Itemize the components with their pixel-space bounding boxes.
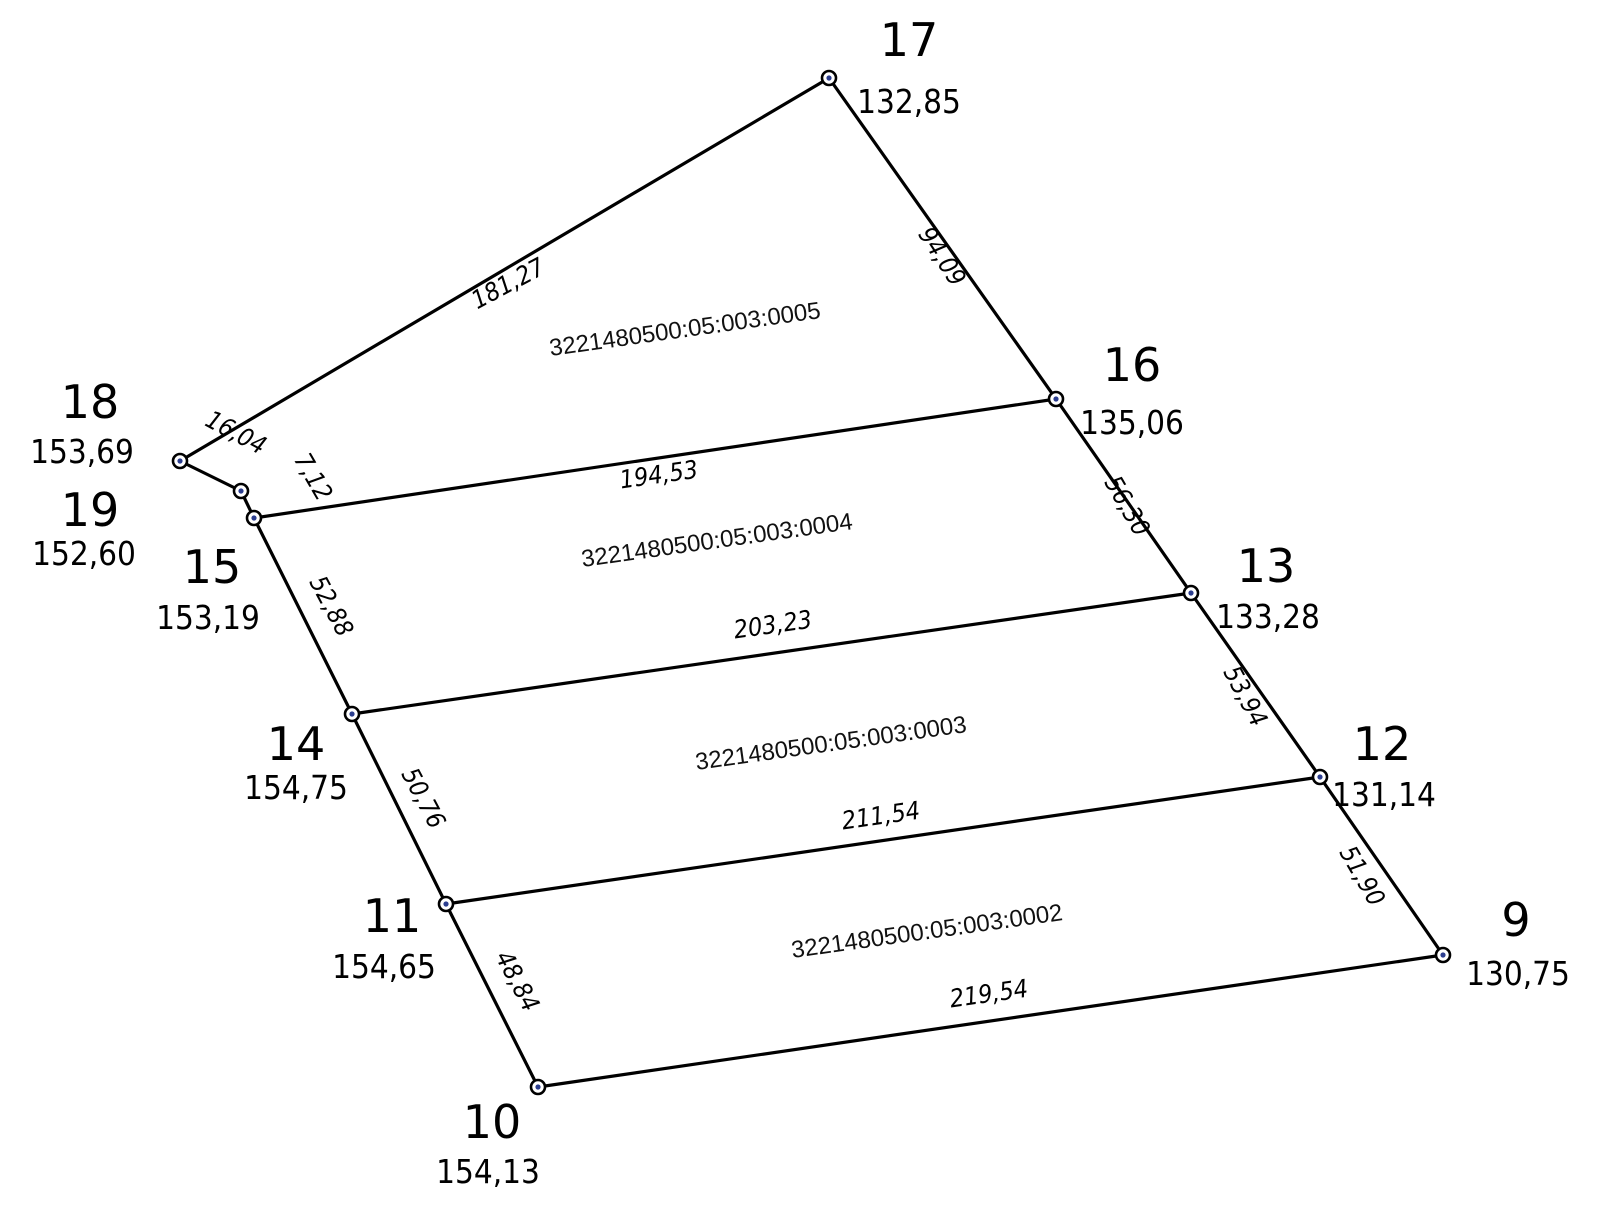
boundary-line-17-16 — [827, 76, 1058, 401]
boundary-line-14-13 — [350, 591, 1193, 716]
edge-length-label: 56,30 — [1099, 471, 1156, 541]
survey-point-19 — [232, 482, 250, 500]
boundary-line-15-14 — [252, 516, 354, 716]
survey-point-center — [1317, 774, 1323, 780]
boundary-line-11-10 — [444, 902, 540, 1089]
point-number-label: 10 — [463, 1095, 522, 1149]
point-elevation-label: 152,60 — [32, 534, 136, 573]
survey-point-15 — [245, 509, 263, 527]
point-elevation-label: 130,75 — [1466, 954, 1570, 993]
edge-length-label: 211,54 — [840, 796, 922, 836]
point-elevation-label: 153,19 — [156, 598, 260, 637]
point-number-label: 18 — [61, 375, 120, 429]
survey-point-center — [443, 901, 449, 907]
edge-length-label: 50,76 — [396, 763, 452, 833]
edge-length-label: 203,23 — [732, 605, 814, 645]
parcel-cadastral-number: 3221480500:05:003:0003 — [694, 711, 969, 776]
parcel-cadastral-number: 3221480500:05:003:0005 — [548, 297, 823, 362]
point-elevation-label: 154,65 — [332, 947, 436, 986]
point-number-label: 17 — [880, 13, 939, 67]
survey-point-17 — [820, 69, 838, 87]
survey-point-center — [349, 711, 355, 717]
survey-point-center — [1053, 396, 1059, 402]
survey-point-center — [238, 488, 244, 494]
survey-point-center — [1188, 590, 1194, 596]
survey-point-center — [826, 75, 832, 81]
edge-length-label: 7,12 — [288, 448, 338, 506]
point-number-label: 13 — [1237, 539, 1296, 593]
survey-point-center — [251, 515, 257, 521]
survey-point-center — [1440, 952, 1446, 958]
edge-length-label: 51,90 — [1334, 841, 1391, 911]
point-elevation-label: 154,75 — [244, 768, 348, 807]
point-number-label: 12 — [1353, 717, 1412, 771]
boundary-lines — [178, 76, 1445, 1089]
boundary-line-15-16 — [252, 397, 1058, 520]
point-number-label: 9 — [1501, 893, 1530, 947]
survey-point-14 — [343, 705, 361, 723]
point-number-label: 19 — [61, 483, 120, 537]
point-elevation-label: 131,14 — [1332, 775, 1436, 814]
survey-point-10 — [529, 1078, 547, 1096]
survey-point-12 — [1311, 768, 1329, 786]
boundary-line-14-11 — [350, 712, 448, 906]
edge-length-label: 219,54 — [948, 974, 1030, 1014]
survey-point-13 — [1182, 584, 1200, 602]
parcel-cadastral-number: 3221480500:05:003:0002 — [790, 899, 1065, 964]
point-number-label: 14 — [267, 717, 326, 771]
survey-point-9 — [1434, 946, 1452, 964]
parcel-cadastral-number: 3221480500:05:003:0004 — [580, 508, 855, 573]
boundary-line-11-12 — [444, 775, 1322, 906]
survey-point-18 — [171, 452, 189, 470]
survey-points — [171, 69, 1452, 1096]
boundary-line-13-12 — [1189, 591, 1322, 779]
point-elevation-label: 154,13 — [436, 1152, 540, 1191]
point-elevation-label: 132,85 — [857, 82, 961, 121]
point-elevation-label: 135,06 — [1080, 403, 1184, 442]
survey-point-center — [177, 458, 183, 464]
point-number-label: 16 — [1103, 338, 1162, 392]
edge-length-label: 181,27 — [466, 252, 550, 315]
survey-point-center — [535, 1084, 541, 1090]
boundary-line-10-9 — [536, 953, 1445, 1089]
point-number-label: 11 — [363, 889, 422, 943]
boundary-line-18-19 — [178, 459, 243, 493]
survey-point-11 — [437, 895, 455, 913]
boundary-line-18-17 — [178, 76, 831, 463]
point-elevation-label: 153,69 — [30, 432, 134, 471]
boundary-line-12-9 — [1318, 775, 1445, 957]
point-number-label: 15 — [183, 540, 242, 594]
edge-length-label: 94,09 — [912, 221, 971, 291]
point-elevation-label: 133,28 — [1216, 597, 1320, 636]
boundary-line-16-13 — [1054, 397, 1193, 595]
survey-point-16 — [1047, 390, 1065, 408]
